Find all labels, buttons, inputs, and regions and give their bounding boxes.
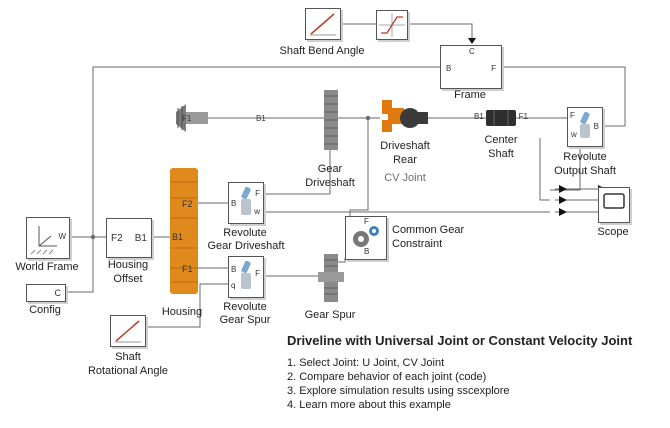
revolute-joint-icon	[241, 186, 251, 215]
step-learn-more[interactable]: 4. Learn more about this example	[287, 399, 451, 411]
gear-port-f1: F1	[182, 114, 192, 123]
frame-label: Frame	[454, 89, 486, 101]
shaft-icon	[486, 110, 516, 126]
driveshaft-rear-block[interactable]	[380, 98, 428, 138]
housing-offset-port-f2: F2	[111, 233, 123, 244]
common-gear-constraint-label-2: Constraint	[392, 238, 443, 250]
world-port-w: W	[58, 232, 66, 241]
frame-port-c: C	[469, 47, 475, 56]
gear-driveshaft-label-1: Gear	[317, 163, 343, 175]
axes-icon	[30, 226, 57, 255]
revolute-joint-icon	[580, 111, 590, 138]
cv-joint-icon	[382, 100, 428, 132]
revolute-gear-driveshaft-block[interactable]: B F w	[228, 182, 264, 224]
scope-icon	[603, 193, 625, 209]
revolute-gear-spur-label-2: Gear Spur	[219, 314, 271, 326]
gear-spur-label: Gear Spur	[304, 309, 356, 321]
model-title: Driveline with Universal Joint or Consta…	[287, 333, 633, 348]
ramp-icon	[115, 320, 141, 343]
shaft-rotational-angle-block[interactable]	[110, 315, 146, 347]
shaft-rotational-angle-label-1: Shaft	[115, 351, 141, 363]
rgd-port-f: F	[255, 189, 260, 198]
center-shaft-block[interactable]: B1 F1	[474, 106, 528, 130]
shaft-rotational-angle-label-2: Rotational Angle	[87, 365, 169, 377]
housing-icon	[170, 168, 198, 294]
center-shaft-label-1: Center	[484, 134, 518, 146]
revolute-output-shaft-block[interactable]: F B w	[567, 107, 603, 147]
revolute-output-label-2: Output Shaft	[554, 165, 616, 177]
out-port-f: F	[570, 111, 575, 120]
step-select-joint[interactable]: 1. Select Joint: U Joint, CV Joint	[287, 357, 445, 369]
out-port-w: w	[571, 130, 577, 139]
housing-port-f2: F2	[182, 199, 193, 209]
cgc-port-b: B	[364, 247, 370, 256]
center-port-f1: F1	[518, 112, 528, 121]
scope-label: Scope	[597, 226, 629, 238]
world-frame-label: World Frame	[15, 261, 79, 273]
config-block[interactable]: C	[26, 284, 66, 302]
rgs-port-b: B	[231, 265, 237, 274]
bevel-gear-image[interactable]: F1	[174, 100, 208, 136]
frame-block[interactable]: B F C	[440, 45, 502, 89]
housing-offset-label-2: Offset	[113, 273, 143, 285]
shaft-bend-angle-label: Shaft Bend Angle	[279, 45, 365, 57]
instruction-list: 1. Select Joint: U Joint, CV Joint 2. Co…	[287, 356, 510, 412]
step-explore-results[interactable]: 3. Explore simulation results using ssce…	[287, 385, 510, 397]
housing-offset-port-b1: B1	[134, 233, 147, 244]
rgd-port-w: w	[254, 207, 260, 216]
housing-port-f1: F1	[182, 264, 193, 274]
config-port-c: C	[54, 288, 62, 298]
housing-block[interactable]: F2 B1 F1	[168, 168, 200, 294]
center-shaft-label-2: Shaft	[488, 148, 514, 160]
scope-block[interactable]	[598, 187, 630, 223]
world-frame-block[interactable]: W	[26, 217, 70, 259]
center-port-b1: B1	[474, 112, 484, 121]
gears-icon	[353, 226, 379, 247]
revolute-gear-driveshaft-label-2: Gear Driveshaft	[207, 240, 285, 252]
shaft-bend-angle-block[interactable]	[305, 8, 341, 40]
housing-port-b1: B1	[172, 232, 184, 242]
spur-gear-icon	[318, 254, 344, 302]
rgs-port-q: q	[231, 281, 236, 290]
saturation-block[interactable]	[376, 10, 408, 40]
gear-driveshaft-label-2: Driveshaft	[305, 177, 355, 189]
revolute-gear-driveshaft-label-1: Revolute	[223, 227, 267, 239]
housing-label: Housing	[161, 306, 203, 318]
gear-driveshaft-block[interactable]	[320, 88, 342, 152]
common-gear-constraint-label-1: Common Gear	[392, 224, 465, 236]
housing-offset-label-1: Housing	[107, 259, 149, 271]
revolute-joint-icon	[241, 260, 251, 289]
ramp-icon	[310, 13, 336, 36]
revolute-gear-spur-label-1: Revolute	[223, 301, 267, 313]
housing-offset-block[interactable]: F2 B1	[106, 218, 152, 258]
common-gear-constraint-block[interactable]: F B	[345, 216, 387, 260]
driveshaft-rear-label-2: Rear	[393, 154, 417, 166]
step-compare-behavior[interactable]: 2. Compare behavior of each joint (code)	[287, 371, 487, 383]
driveshaft-rear-label-1: Driveshaft	[380, 140, 430, 152]
frame-port-b: B	[446, 64, 452, 73]
config-label: Config	[29, 304, 61, 316]
frame-port-f: F	[491, 64, 496, 73]
rgd-port-b: B	[231, 199, 237, 208]
revolute-gear-spur-block[interactable]: B F q	[228, 256, 264, 298]
cgc-port-f: F	[364, 217, 369, 226]
gear-port-b1: B1	[256, 114, 266, 123]
bevel-gear-icon	[176, 104, 208, 132]
spur-gear-icon	[324, 90, 338, 150]
gear-spur-block[interactable]	[318, 252, 344, 304]
revolute-output-label-1: Revolute	[563, 151, 607, 163]
out-port-b: B	[593, 122, 599, 131]
saturation-icon	[379, 13, 405, 37]
cv-joint-label: CV Joint	[384, 172, 426, 184]
rgs-port-f: F	[255, 269, 260, 278]
